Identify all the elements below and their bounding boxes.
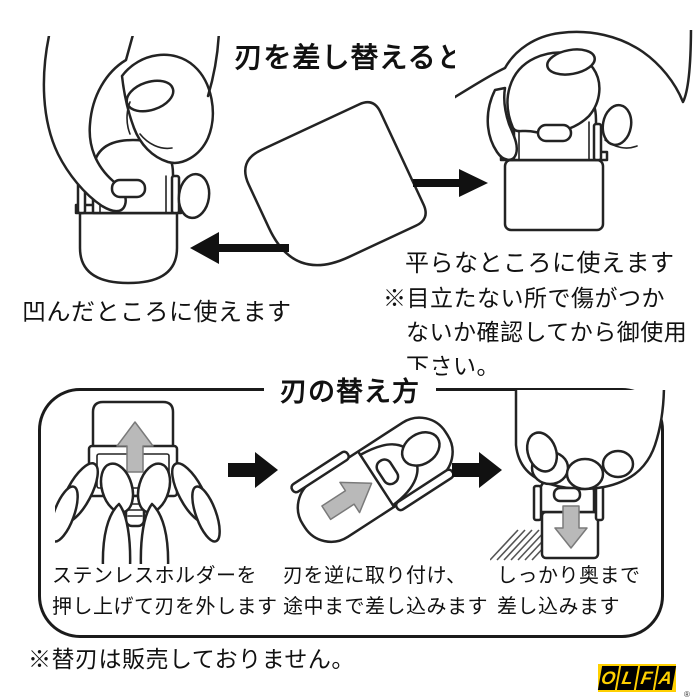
logo-letter: O bbox=[597, 666, 620, 690]
finger-hole bbox=[396, 425, 446, 472]
blade-piece bbox=[238, 98, 431, 283]
illustration-step2-insert-halfway bbox=[278, 398, 463, 558]
hand bbox=[455, 30, 691, 102]
arrow-next-icon bbox=[228, 452, 278, 488]
thumb bbox=[488, 88, 517, 160]
arrow-down-icon bbox=[555, 506, 587, 548]
surface-hatching bbox=[490, 530, 560, 560]
note-line: ※目立たない所で傷がつか bbox=[383, 285, 665, 311]
step3-caption: しっかり奥まで 差し込みます bbox=[497, 565, 641, 618]
illustration-step1-push-up bbox=[55, 398, 255, 564]
note-line: ないか確認してから御使用 bbox=[406, 319, 688, 345]
logo-letter: A bbox=[654, 666, 677, 690]
caption-concave-use: 凹んだところに使えます bbox=[22, 299, 292, 326]
logo-letter: L bbox=[616, 666, 639, 690]
arrow-left-icon bbox=[190, 232, 289, 264]
round-blade bbox=[80, 213, 177, 283]
panel-title-wrap: 刃の替え方 bbox=[0, 370, 700, 409]
thumb-hole bbox=[538, 125, 571, 141]
fingertip bbox=[176, 172, 212, 220]
finger bbox=[187, 483, 226, 544]
arrow-up-icon bbox=[117, 422, 153, 472]
illustration-blade-swap bbox=[190, 85, 488, 300]
caption-flat-use: 平らなところに使えます bbox=[405, 250, 675, 277]
knuckle bbox=[603, 451, 633, 477]
registered-mark: ® bbox=[684, 690, 690, 699]
no-replacement-blades-note: ※替刃は販売しておりません。 bbox=[28, 646, 355, 672]
thumb bbox=[522, 428, 562, 475]
arrow-next-icon bbox=[452, 452, 502, 488]
illustration-step3-push-in bbox=[490, 390, 668, 568]
thumb-hole bbox=[112, 180, 145, 197]
wrist-right bbox=[141, 504, 168, 564]
thumb-hole bbox=[554, 488, 580, 501]
step1-caption: ステンレスホルダーを 押し上げて刃を外します bbox=[52, 565, 278, 618]
illustration-flat-blade-use bbox=[455, 30, 695, 260]
arrow-right-icon bbox=[413, 169, 488, 197]
flat-blade bbox=[505, 160, 603, 230]
page-title: 刃を差し替えると bbox=[234, 42, 466, 73]
holder-rail-top bbox=[290, 450, 350, 493]
logo-letter: F bbox=[635, 666, 658, 690]
usage-warning-note: ※目立たない所で傷がつか ないか確認してから御使用 下さい。 bbox=[383, 281, 700, 383]
panel-title: 刃の替え方 bbox=[264, 370, 436, 409]
hand bbox=[44, 36, 134, 211]
illustration-round-blade-use bbox=[22, 36, 257, 294]
arrow-insert-icon bbox=[316, 468, 381, 528]
olfa-logo: O L F A bbox=[597, 664, 677, 692]
finger bbox=[55, 483, 83, 544]
thumb-hole bbox=[374, 457, 401, 487]
knuckle bbox=[567, 459, 603, 489]
step2-caption: 刃を逆に取り付け、 途中まで差し込みます bbox=[283, 565, 488, 618]
wrist-left bbox=[103, 504, 130, 564]
